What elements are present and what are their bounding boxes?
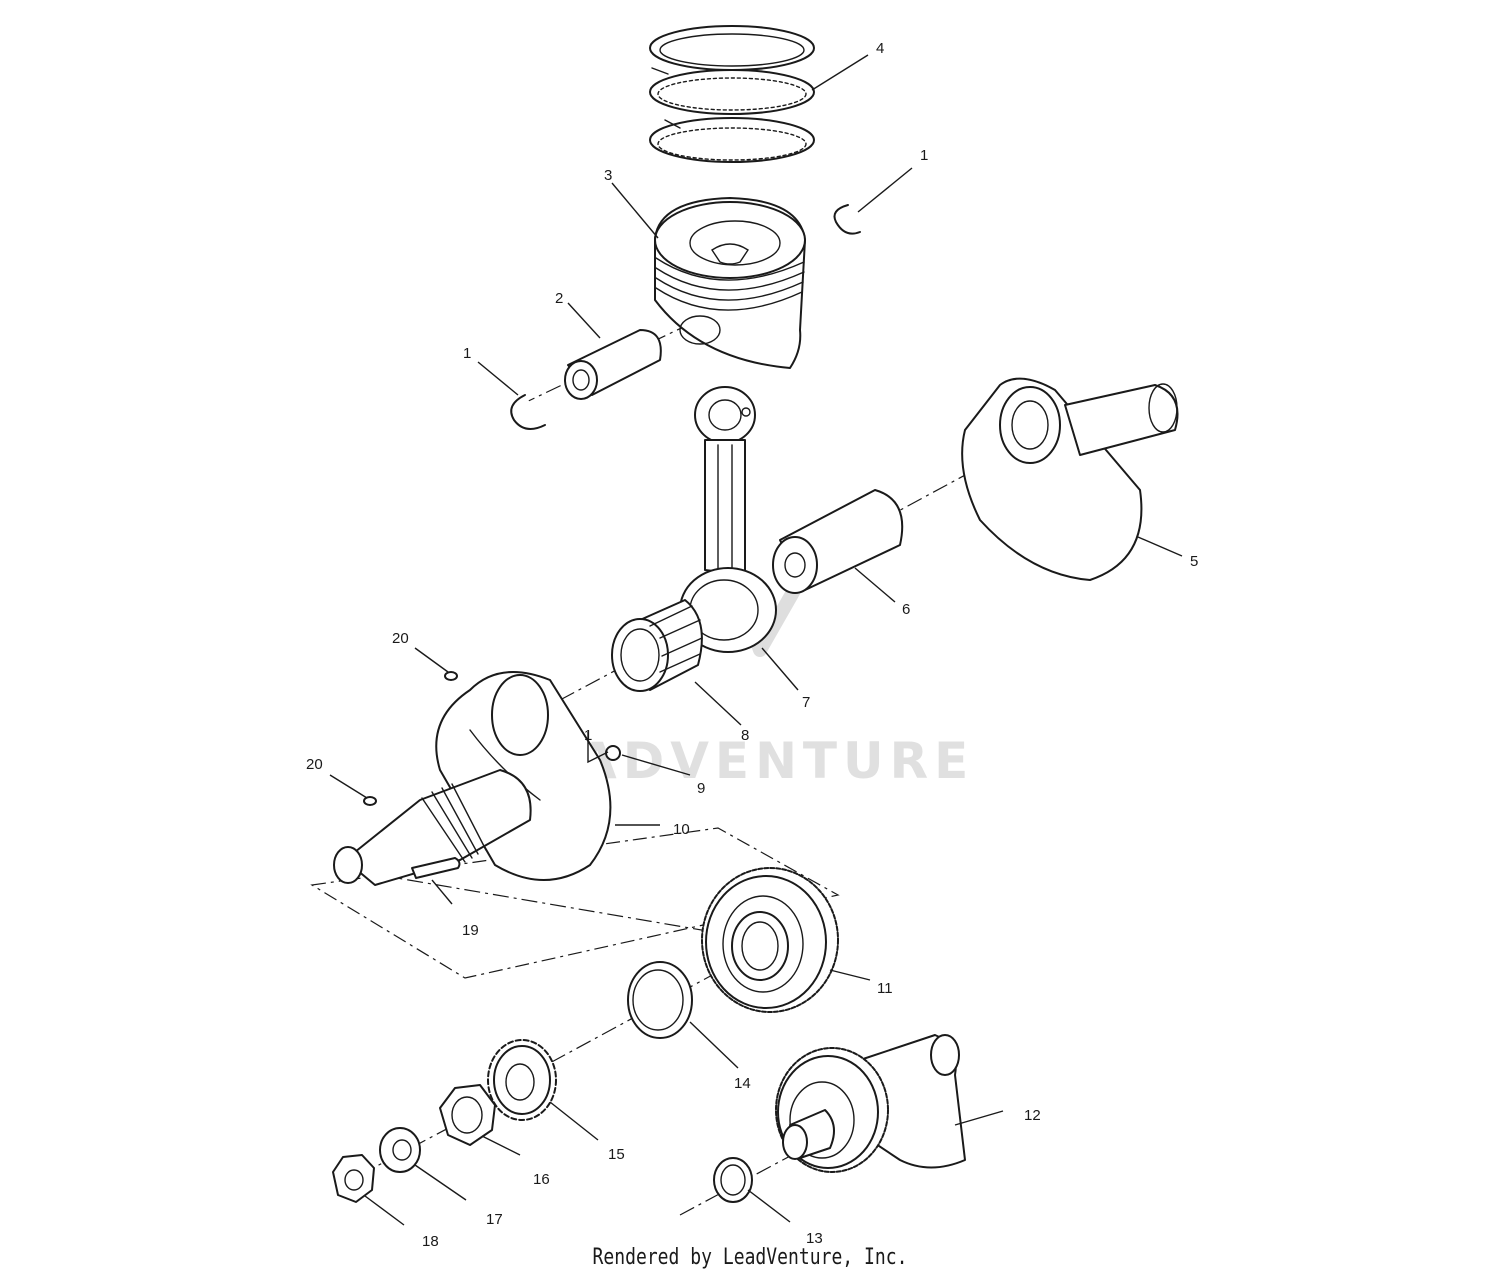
callout-19: 19 <box>462 922 479 939</box>
callout-3: 3 <box>604 167 612 184</box>
crankshaft <box>333 671 612 886</box>
flat-washer <box>379 1127 421 1173</box>
callout-9: 9 <box>697 780 705 797</box>
hex-nut <box>332 1154 375 1203</box>
callout-11: 11 <box>877 980 893 997</box>
sprocket-nut <box>439 1084 496 1146</box>
callout-8: 8 <box>741 727 749 744</box>
check-ball <box>605 745 621 761</box>
callout-1-top: 1 <box>920 147 928 164</box>
needle-bearing <box>611 599 703 692</box>
callout-7: 7 <box>802 694 810 711</box>
piston <box>654 197 806 369</box>
callout-6: 6 <box>902 601 910 618</box>
dowel-pin <box>411 857 461 879</box>
piston-pin <box>564 329 662 400</box>
woodruff-key-left <box>363 796 377 806</box>
callout-15: 15 <box>608 1146 625 1163</box>
callout-14: 14 <box>734 1075 751 1092</box>
woodruff-key-top <box>444 671 458 681</box>
callout-20-left: 20 <box>306 756 323 773</box>
crank-pin <box>772 489 904 594</box>
callout-2: 2 <box>555 290 563 307</box>
piston-rings <box>649 25 815 163</box>
callout-labels: 4 1 3 2 1 5 6 7 8 1 9 10 20 20 19 11 14 … <box>306 40 1198 1250</box>
callout-1-left: 1 <box>463 345 471 362</box>
leader-lines <box>329 54 1183 1226</box>
connecting-rod <box>679 386 777 653</box>
crank-web-right <box>961 377 1179 581</box>
timing-sprocket <box>487 1039 557 1121</box>
callout-12: 12 <box>1024 1107 1041 1124</box>
thrust-washer <box>627 961 693 1039</box>
callout-20-top: 20 <box>392 630 409 647</box>
callout-5: 5 <box>1190 553 1198 570</box>
crankshaft-gear <box>701 867 839 1013</box>
render-credit: Rendered by LeadVenture, Inc. <box>592 1245 908 1270</box>
circlip-right <box>833 204 861 235</box>
callout-10: 10 <box>673 821 690 838</box>
callout-13: 13 <box>806 1230 823 1247</box>
callout-4: 4 <box>876 40 884 57</box>
circlip-left <box>510 394 546 430</box>
callout-18: 18 <box>422 1233 439 1250</box>
callout-17: 17 <box>486 1211 503 1228</box>
camshaft-shim <box>713 1157 753 1203</box>
callout-16: 16 <box>533 1171 550 1188</box>
camshaft-gear <box>775 1034 966 1173</box>
callout-1-bracket: 1 <box>584 727 592 744</box>
